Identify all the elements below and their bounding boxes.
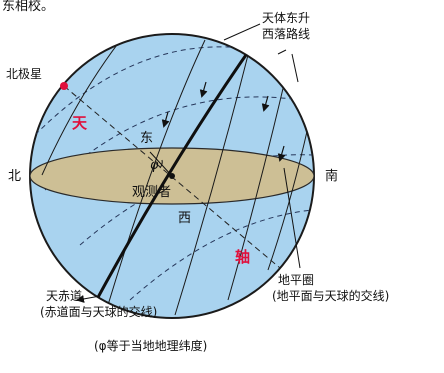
leader-top-3 [291, 53, 299, 83]
path-6 [267, 117, 311, 271]
arrow-4 [277, 145, 286, 162]
arrow-3 [261, 95, 270, 112]
top-caption: 东相校。 [2, 0, 54, 14]
axis-label: 轴 [235, 248, 250, 266]
horizon-label-line2: (地平面与天球的交线) [272, 288, 389, 303]
sky-label: 天 [72, 114, 88, 132]
phi-label: φ [150, 158, 159, 173]
equator-label-line2: (赤道面与天球的交线) [40, 304, 157, 319]
observer-label: 观测者 [132, 185, 171, 200]
leader-equator [76, 294, 101, 303]
path-4 [174, 54, 249, 316]
observer-point [169, 173, 175, 179]
leader-horizon [283, 167, 301, 269]
equator-label-line1: 天赤道 [46, 289, 82, 303]
south-label: 南 [325, 168, 338, 184]
paths-label-line1: 天体东升 [262, 11, 310, 25]
front-paths [41, 34, 311, 316]
north-star-label: 北极星 [6, 67, 42, 81]
phi-arc [159, 159, 163, 169]
leader-top-2 [277, 49, 287, 55]
paths-label-line2: 西落路线 [262, 26, 310, 41]
angle-line [149, 151, 173, 177]
horizon-label-line1: 地平圈 [278, 273, 314, 287]
arrow-1 [199, 81, 208, 98]
west-label: 西 [178, 211, 191, 226]
path-5 [227, 79, 286, 301]
north-star-marker [60, 82, 68, 90]
footnote: (φ等于当地地理纬度) [94, 338, 207, 353]
east-label: 东 [140, 131, 153, 146]
path-3 [107, 39, 206, 306]
north-label: 北 [8, 169, 21, 184]
celestial-equator [88, 41, 257, 313]
leader-top [223, 23, 261, 41]
arrow-2 [161, 111, 170, 128]
